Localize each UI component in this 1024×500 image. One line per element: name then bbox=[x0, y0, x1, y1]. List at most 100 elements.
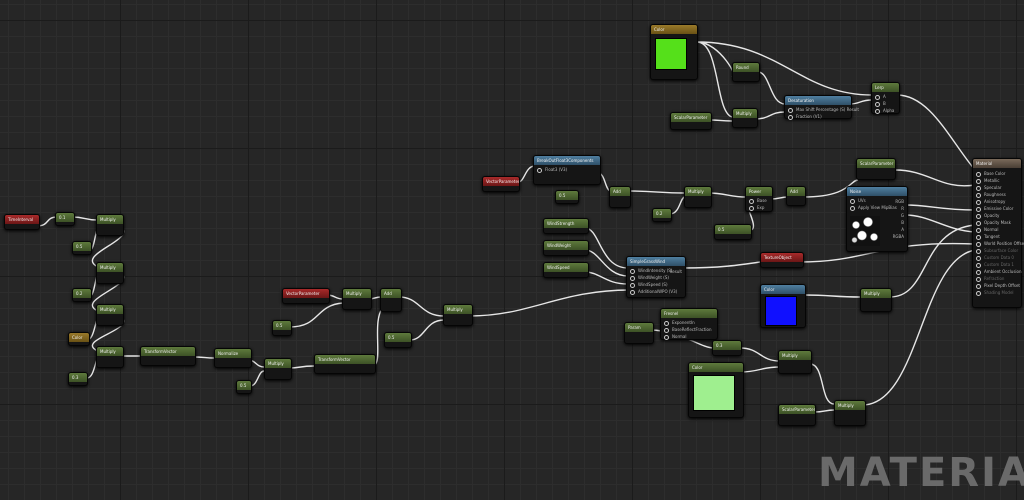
constant-node[interactable]: 0.5 bbox=[714, 224, 752, 240]
multiply-node[interactable]: Multiply bbox=[834, 400, 866, 426]
constant-node[interactable]: 0.5 bbox=[384, 332, 412, 348]
result-pin[interactable]: Pixel Depth Offset bbox=[976, 282, 1020, 289]
scalar-parameter-node[interactable]: ScalarParameter bbox=[856, 158, 896, 180]
input-pin[interactable]: Fraction (V1) bbox=[788, 113, 848, 120]
multiply-node[interactable]: Multiply bbox=[443, 304, 473, 326]
output-pin[interactable]: RGB bbox=[895, 199, 904, 204]
multiply-node[interactable]: Multiply bbox=[860, 288, 892, 312]
scalar-parameter-node[interactable]: WindStrength bbox=[543, 218, 589, 234]
output-pin[interactable]: Result bbox=[669, 269, 682, 274]
result-pin[interactable]: Emissive Color bbox=[976, 205, 1018, 212]
input-pin[interactable]: UVs bbox=[850, 197, 904, 204]
result-pin[interactable]: Roughness bbox=[976, 191, 1018, 198]
output-pin[interactable]: G bbox=[900, 213, 904, 218]
simple-grass-wind-node[interactable]: SimpleGrassWind WindIntensity (S) WindWe… bbox=[626, 256, 686, 298]
desaturation-node[interactable]: Desaturation Max Shift Percentage (S) Re… bbox=[784, 95, 859, 120]
result-pin[interactable]: Specular bbox=[976, 184, 1018, 191]
wire bbox=[289, 302, 344, 328]
scalar-parameter-node[interactable]: WindSpeed bbox=[543, 262, 589, 278]
result-pin[interactable]: Tangent bbox=[976, 233, 1018, 240]
result-pin[interactable]: World Position Offset bbox=[976, 240, 1024, 247]
vector-parameter-node[interactable]: VectorParameter bbox=[482, 176, 520, 192]
wire bbox=[409, 319, 445, 341]
output-pin[interactable]: A bbox=[901, 227, 904, 232]
result-pin[interactable]: Opacity bbox=[976, 212, 1018, 219]
color-node[interactable]: Color bbox=[68, 332, 90, 346]
result-pin[interactable]: Ambient Occlusion bbox=[976, 268, 1022, 275]
texture-object-node[interactable]: TextureObject bbox=[760, 252, 804, 268]
transform-vector-node[interactable]: TransformVector bbox=[314, 354, 376, 374]
result-pin[interactable]: Refraction bbox=[976, 275, 1018, 282]
result-pin[interactable]: Opacity Mask bbox=[976, 219, 1018, 226]
input-pin[interactable]: Alpha bbox=[875, 107, 896, 114]
parameter-node[interactable]: Param bbox=[624, 322, 654, 344]
input-pin[interactable]: WindSpeed (S) bbox=[630, 281, 682, 288]
input-pin[interactable]: Max Shift Percentage (S) Result bbox=[788, 106, 859, 113]
input-pin[interactable]: Exp bbox=[749, 204, 769, 211]
input-pin[interactable]: AdditionalWPO (V3) bbox=[630, 288, 682, 295]
round-node[interactable]: Round bbox=[732, 62, 760, 82]
material-result-node[interactable]: Material Base Color Metallic Specular Ro… bbox=[972, 158, 1024, 308]
time-input-node[interactable]: TimeInterval bbox=[4, 214, 40, 230]
constant-node[interactable]: 0.3 bbox=[712, 340, 742, 356]
multiply-node[interactable]: Multiply bbox=[342, 288, 372, 310]
input-pin[interactable]: Float3 (V3) bbox=[537, 166, 597, 173]
input-pin[interactable]: Apply View MipBias bbox=[850, 204, 904, 211]
input-pin[interactable]: BaseReflectFraction bbox=[664, 326, 714, 333]
constant-node[interactable]: 0.2 bbox=[652, 208, 672, 222]
vector-parameter-node[interactable]: VectorParameter bbox=[282, 288, 330, 304]
color-swatch-node[interactable]: Color bbox=[688, 362, 744, 418]
fresnel-node[interactable]: Fresnel ExponentIn BaseReflectFraction N… bbox=[660, 308, 718, 340]
output-pin[interactable]: RGBA bbox=[892, 234, 904, 239]
multiply-node[interactable]: Multiply bbox=[732, 108, 758, 128]
multiply-node[interactable]: Multiply bbox=[96, 304, 124, 326]
transform-vector-node[interactable]: TransformVector bbox=[140, 346, 196, 366]
input-pin[interactable]: WindWeight (S) bbox=[630, 274, 682, 281]
input-pin[interactable]: A bbox=[875, 93, 896, 100]
constant-node[interactable]: 0.5 bbox=[555, 190, 579, 204]
scalar-parameter-node[interactable]: ScalarParameter bbox=[778, 404, 816, 426]
multiply-node[interactable]: Multiply bbox=[684, 186, 712, 208]
add-node[interactable]: Add bbox=[786, 186, 806, 206]
break-components-node[interactable]: BreakOutFloat3Components Float3 (V3) bbox=[533, 155, 601, 185]
constant-node[interactable]: 0.5 bbox=[272, 320, 292, 336]
result-pin[interactable]: Custom Data 0 bbox=[976, 254, 1018, 261]
constant-node[interactable]: 0.3 bbox=[68, 372, 88, 386]
node-title: Multiply bbox=[97, 263, 123, 272]
add-node[interactable]: Add bbox=[380, 288, 402, 312]
constant-node[interactable]: 0.1 bbox=[55, 212, 75, 226]
node-title: Color bbox=[69, 333, 89, 342]
result-pin[interactable]: Base Color bbox=[976, 170, 1018, 177]
color-swatch-node[interactable]: Color bbox=[650, 24, 698, 80]
result-pin[interactable]: Metallic bbox=[976, 177, 1018, 184]
output-pin[interactable]: R bbox=[901, 206, 904, 211]
input-pin[interactable]: B bbox=[875, 100, 896, 107]
multiply-node[interactable]: Multiply bbox=[96, 346, 124, 368]
result-pin[interactable]: Anisotropy bbox=[976, 198, 1018, 205]
multiply-node[interactable]: Multiply bbox=[96, 214, 124, 236]
constant-node[interactable]: 0.5 bbox=[236, 380, 252, 394]
input-pin[interactable]: Normal bbox=[664, 333, 714, 340]
multiply-node[interactable]: Multiply bbox=[778, 350, 812, 374]
input-pin[interactable]: WindIntensity (S) bbox=[630, 267, 682, 274]
node-title: Add bbox=[381, 289, 401, 298]
add-node[interactable]: Add bbox=[609, 186, 631, 208]
multiply-node[interactable]: Multiply bbox=[96, 262, 124, 284]
scalar-parameter-node[interactable]: ScalarParameter bbox=[670, 112, 712, 130]
scalar-parameter-node[interactable]: WindWeight bbox=[543, 240, 589, 256]
input-pin[interactable]: ExponentIn bbox=[664, 319, 714, 326]
constant-node[interactable]: 0.5 bbox=[72, 241, 92, 255]
output-pin[interactable]: B bbox=[901, 220, 904, 225]
color-swatch-node[interactable]: Color bbox=[760, 284, 806, 328]
result-pin[interactable]: Custom Data 1 bbox=[976, 261, 1018, 268]
result-pin[interactable]: Subsurface Color bbox=[976, 247, 1018, 254]
multiply-node[interactable]: Multiply bbox=[264, 358, 292, 380]
input-pin[interactable]: Base bbox=[749, 197, 769, 204]
constant-node[interactable]: 0.2 bbox=[72, 288, 92, 302]
result-pin[interactable]: Shading Model bbox=[976, 289, 1018, 296]
normalize-node[interactable]: Normalize bbox=[214, 348, 252, 368]
result-pin[interactable]: Normal bbox=[976, 226, 1018, 233]
